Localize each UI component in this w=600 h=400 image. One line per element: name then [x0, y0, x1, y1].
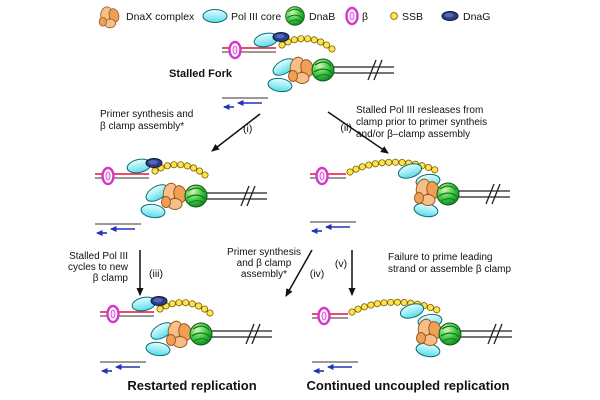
legend-label-beta: β [362, 11, 368, 23]
arrow-step-i [211, 113, 261, 152]
step-ii-text-line3: and/or β–clamp assembly [356, 129, 470, 140]
fork-restarted-figure [100, 295, 272, 371]
step-v-numeral: (v) [335, 258, 347, 270]
arrow-step-iv [285, 249, 313, 297]
legend-label-ssb: SSB [402, 11, 423, 23]
step-ii-text-line2: clamp prior to primer syntheis [356, 117, 487, 128]
step-ii-text-line1: Stalled Pol III resleases from [356, 105, 483, 116]
stalled-fork-figure [222, 31, 394, 107]
legend-label-pol3: Pol III core [231, 11, 281, 23]
dnab-icon [285, 6, 305, 26]
step-iv-text-line3: assembly* [241, 269, 287, 280]
legend-label-dnax: DnaX complex [126, 11, 195, 23]
outcome-uncoupled-label: Continued uncoupled replication [307, 378, 510, 393]
step-iii-text-line3: β clamp [93, 273, 129, 284]
fork-released-figure [310, 161, 510, 231]
step-iv-text-line2: and β clamp [237, 258, 292, 269]
step-iv-numeral: (iv) [310, 268, 325, 280]
step-iv-text-line1: Primer synthesis [227, 247, 301, 258]
arrow-step-ii [327, 111, 389, 154]
fork-primed-figure [95, 157, 267, 233]
stalled-fork-title: Stalled Fork [169, 68, 233, 80]
legend-label-dnag: DnaG [463, 11, 490, 23]
ssb-icon [390, 12, 398, 20]
beta-clamp-icon [345, 6, 359, 26]
step-ii-numeral: (ii) [340, 122, 352, 134]
dnag-icon [441, 11, 459, 21]
fork-uncoupled-figure [312, 301, 512, 371]
step-v-text-line1: Failure to prime leading [388, 252, 493, 263]
step-iii-text-line1: Stalled Pol III [69, 251, 128, 262]
step-v-text-line2: strand or assemble β clamp [388, 264, 511, 275]
step-i-text-line1: Primer synthesis and [100, 109, 193, 120]
legend-label-dnab: DnaB [309, 11, 335, 23]
step-i-text-line2: β clamp assembly* [100, 121, 184, 132]
pol3-core-icon [202, 9, 228, 23]
step-i-numeral: (i) [243, 123, 252, 135]
legend: DnaX complex Pol III core DnaB β SSB Dna… [98, 4, 490, 29]
step-iii-text-line2: cycles to new [68, 262, 129, 273]
outcome-restarted-label: Restarted replication [127, 378, 256, 393]
step-iii-numeral: (iii) [149, 268, 163, 280]
dnax-complex-icon [98, 4, 121, 29]
